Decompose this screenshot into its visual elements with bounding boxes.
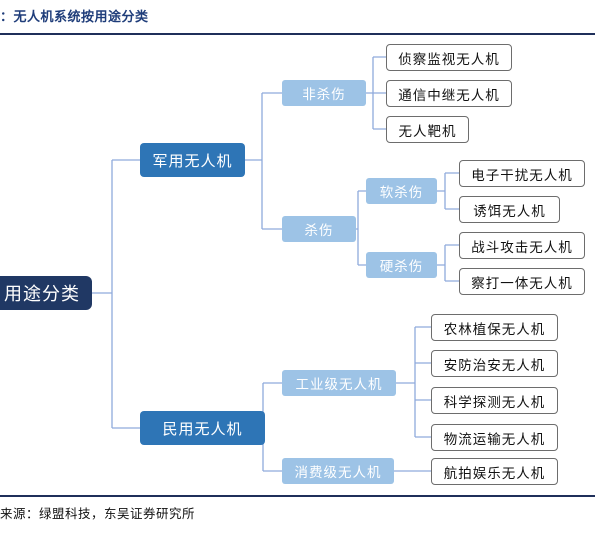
node-lethal: 杀伤	[282, 216, 356, 242]
leaf-recon-surveillance-uav: 侦察监视无人机	[386, 44, 512, 71]
leaf-combat-attack-uav: 战斗攻击无人机	[459, 232, 585, 259]
node-hard-kill: 硬杀伤	[366, 252, 437, 278]
leaf-security-uav: 安防治安无人机	[431, 350, 558, 377]
node-military-uav: 军用无人机	[140, 143, 245, 177]
leaf-logistics-uav: 物流运输无人机	[431, 424, 558, 451]
bottom-rule	[0, 495, 595, 497]
node-root-usage-classification: 用途分类	[0, 276, 92, 310]
leaf-decoy-uav: 诱饵无人机	[459, 196, 560, 223]
top-rule	[0, 33, 595, 35]
figure-title: ：无人机系统按用途分类	[0, 10, 149, 25]
leaf-aerial-photography-uav: 航拍娱乐无人机	[431, 458, 558, 485]
leaf-target-drone: 无人靶机	[386, 116, 469, 143]
leaf-recon-strike-uav: 察打一体无人机	[459, 268, 585, 295]
leaf-scientific-exploration-uav: 科学探测无人机	[431, 387, 558, 414]
node-soft-kill: 软杀伤	[366, 178, 437, 204]
node-civil-uav: 民用无人机	[140, 411, 265, 445]
node-consumer-grade: 消费级无人机	[282, 458, 394, 484]
leaf-comm-relay-uav: 通信中继无人机	[386, 80, 512, 107]
node-non-lethal: 非杀伤	[282, 80, 366, 106]
leaf-agri-forestry-uav: 农林植保无人机	[431, 314, 558, 341]
source-note: 来源：绿盟科技，东吴证券研究所	[0, 506, 196, 521]
node-industrial-grade: 工业级无人机	[282, 370, 396, 396]
leaf-electronic-jamming-uav: 电子干扰无人机	[459, 160, 585, 187]
